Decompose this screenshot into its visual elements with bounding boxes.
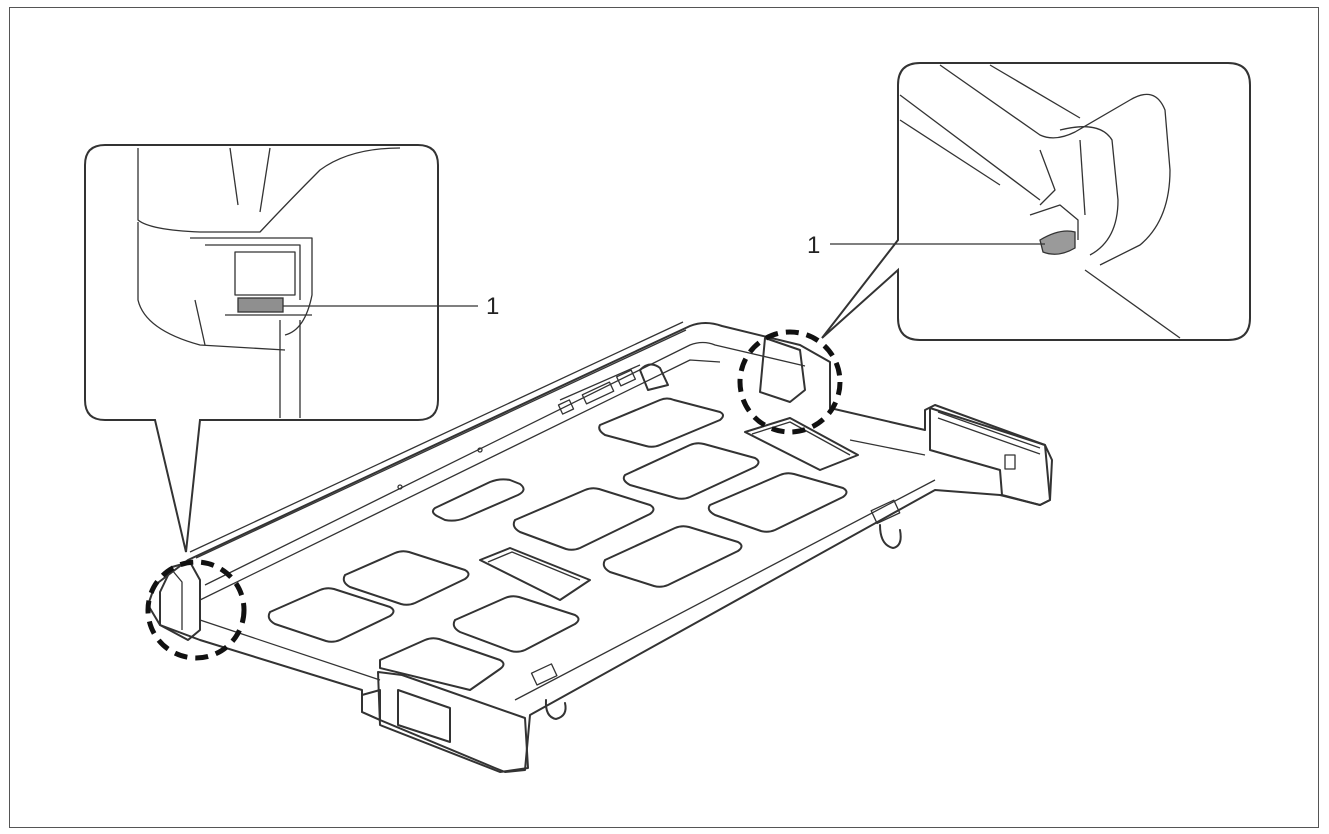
highlight-circle-right (737, 329, 843, 435)
tray-cutouts (267, 397, 859, 691)
highlight-circle-left (145, 559, 247, 661)
latch-right (1039, 230, 1076, 255)
detail-callout-right (821, 62, 1251, 341)
front-clip (361, 671, 529, 773)
side-clip (929, 407, 1051, 506)
callout-number-left: 1 (486, 293, 499, 320)
latch-left (237, 297, 284, 313)
tray (147, 321, 1053, 773)
detail-callout-left (84, 144, 478, 553)
callout-number-right: 1 (807, 232, 820, 259)
